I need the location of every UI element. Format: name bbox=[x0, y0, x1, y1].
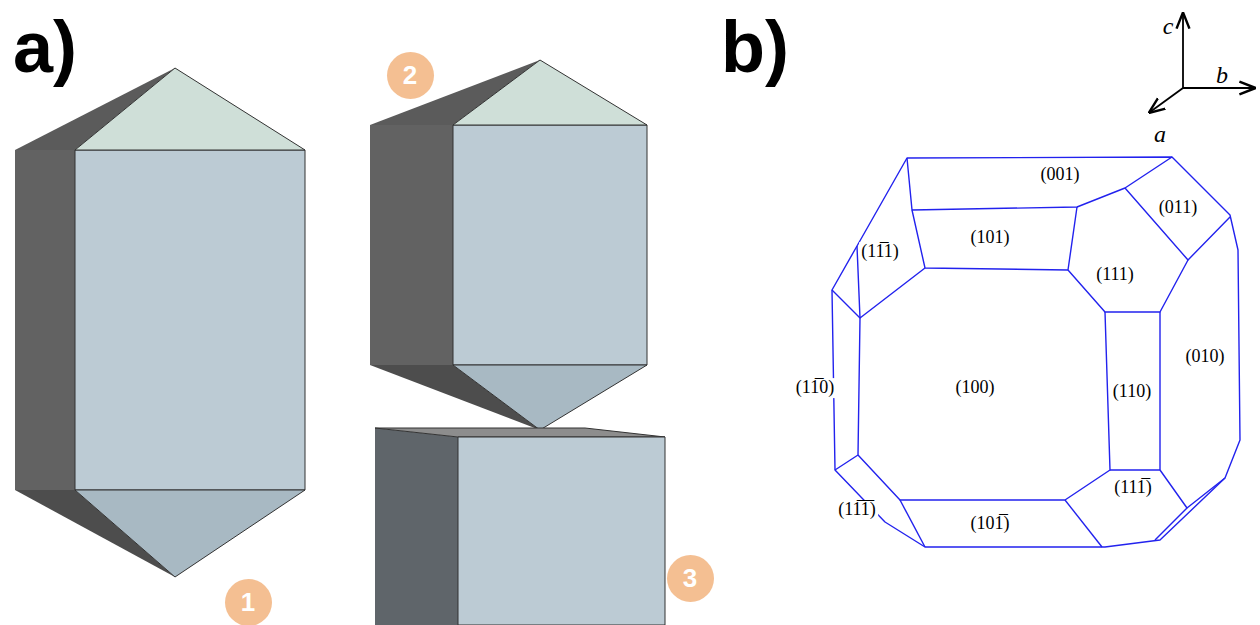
face-index: (11̅1̅) bbox=[836, 500, 878, 520]
callout-number: 3 bbox=[683, 563, 697, 594]
crystal-block-3 bbox=[375, 428, 665, 625]
axis-label: c bbox=[1163, 13, 1174, 39]
face-index: (101̅) bbox=[969, 514, 1012, 534]
callout-circle: 3 bbox=[667, 555, 714, 602]
face-index: (011) bbox=[1157, 198, 1199, 218]
axis-label: a bbox=[1154, 121, 1166, 147]
crystal-prism-1 bbox=[15, 68, 305, 577]
callout-circle: 2 bbox=[387, 52, 434, 99]
face-index: (101) bbox=[969, 228, 1012, 248]
crystal-habit-wireframe bbox=[832, 157, 1240, 547]
face-index: (111) bbox=[1094, 265, 1136, 285]
panel-letter: b) bbox=[721, 8, 789, 87]
callout-circle: 1 bbox=[225, 579, 272, 625]
face-index: (010) bbox=[1184, 347, 1227, 367]
face-index: (11̅1) bbox=[859, 242, 901, 262]
face-index: (11̅0) bbox=[794, 378, 836, 398]
face-index: (100) bbox=[954, 378, 997, 398]
face-index: (111̅) bbox=[1112, 478, 1154, 498]
axis-label: b bbox=[1216, 62, 1228, 88]
face-index: (001) bbox=[1039, 165, 1082, 185]
panel-letter: a) bbox=[13, 8, 77, 87]
face-index: (110) bbox=[1111, 382, 1153, 402]
crystal-prism-2 bbox=[370, 60, 647, 430]
callout-number: 1 bbox=[241, 587, 255, 618]
callout-number: 2 bbox=[403, 60, 417, 91]
